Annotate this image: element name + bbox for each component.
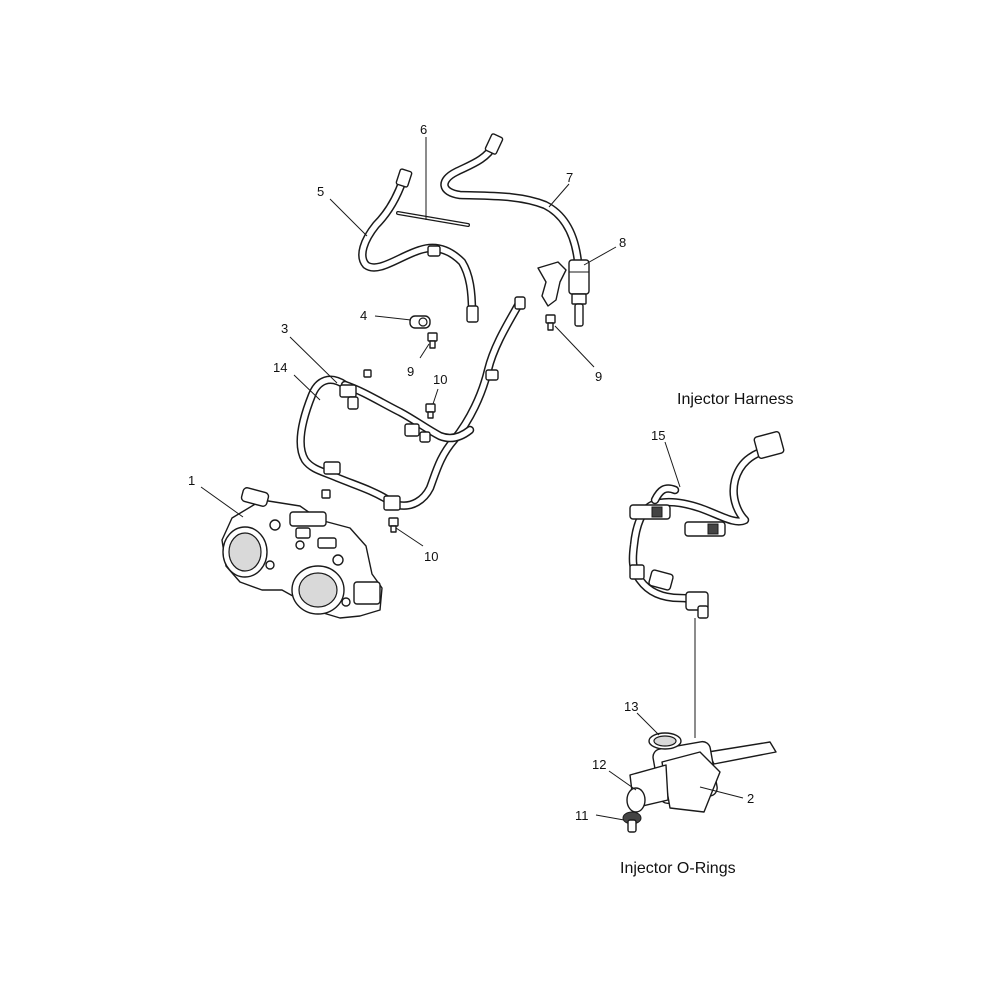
part-10-screw-a xyxy=(363,369,436,419)
callout-14: 14 xyxy=(273,360,287,375)
callout-5: 5 xyxy=(317,184,324,199)
callout-6: 6 xyxy=(420,122,427,137)
callout-13: 13 xyxy=(624,699,638,714)
part-7-fuel-line xyxy=(440,133,583,267)
part-10-screw-b xyxy=(321,489,399,533)
part-1-throttle-body xyxy=(221,487,383,619)
callout-11: 11 xyxy=(575,808,589,823)
part-5-vent-hose xyxy=(358,168,479,323)
callout-10a: 10 xyxy=(433,372,447,387)
part-4-clamp xyxy=(409,315,431,329)
injector-assembly xyxy=(622,732,777,833)
part-14-loop-hose xyxy=(296,375,475,511)
callout-12: 12 xyxy=(592,757,606,772)
section-title-injector-orings: Injector O-Rings xyxy=(620,860,736,877)
part-15-injector-harness xyxy=(628,430,785,619)
leader-lines xyxy=(200,137,744,821)
callout-10b: 10 xyxy=(424,549,438,564)
part-9-screw-a xyxy=(427,332,438,349)
callout-4: 4 xyxy=(360,308,367,323)
callout-3: 3 xyxy=(281,321,288,336)
callout-2: 2 xyxy=(747,791,754,806)
callout-9b: 9 xyxy=(595,369,602,384)
callout-7: 7 xyxy=(566,170,573,185)
callout-9a: 9 xyxy=(407,364,414,379)
callout-15: 15 xyxy=(651,428,665,443)
callout-8: 8 xyxy=(619,235,626,250)
callout-labels: 1 2 3 4 5 6 7 8 9 9 10 10 11 12 13 14 15 xyxy=(188,122,754,823)
part-9-screw-b xyxy=(545,314,556,331)
section-title-injector-harness: Injector Harness xyxy=(677,391,794,408)
part-6-strap xyxy=(396,211,470,227)
part-8-fuel-filter xyxy=(537,259,590,327)
callout-1: 1 xyxy=(188,473,195,488)
